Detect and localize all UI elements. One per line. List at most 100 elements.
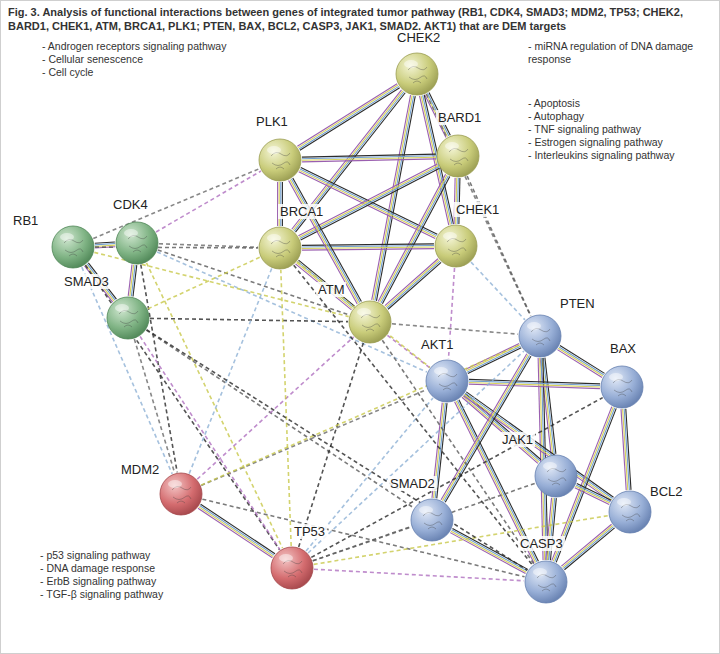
node-sphere — [258, 226, 302, 270]
evidence-line — [85, 265, 279, 550]
interaction-edge — [141, 265, 177, 473]
interaction-edge — [146, 263, 282, 548]
gene-node: PLK1 — [258, 138, 302, 182]
interaction-edge — [314, 569, 524, 581]
evidence-line — [159, 244, 258, 247]
evidence-line — [545, 358, 556, 454]
evidence-line — [464, 394, 611, 499]
pathway-note: - ErbB signaling pathway — [40, 575, 156, 588]
gene-label: JAK1 — [500, 432, 535, 447]
evidence-line — [561, 524, 611, 566]
interaction-edge — [314, 516, 609, 565]
interaction-edge — [299, 343, 364, 547]
gene-node: TP53 — [270, 546, 314, 590]
evidence-line — [199, 507, 273, 557]
interaction-edge — [297, 262, 430, 368]
pathway-note: - p53 signaling pathway — [40, 549, 150, 562]
interaction-edge — [575, 483, 612, 504]
pathway-note: - Cellular senescence — [42, 53, 143, 66]
interaction-edge — [308, 351, 524, 553]
node-sphere — [106, 296, 150, 340]
interaction-edge — [157, 252, 427, 372]
node-sphere — [270, 546, 314, 590]
node-sphere — [348, 300, 392, 344]
interaction-edge — [281, 270, 291, 546]
gene-label: BCL2 — [648, 484, 685, 499]
evidence-line — [299, 343, 364, 547]
interaction-edge — [159, 244, 258, 247]
evidence-line — [471, 262, 525, 320]
evidence-line — [295, 264, 351, 310]
pathway-note: - miRNA regulation of DNA damage respons… — [528, 40, 708, 66]
gene-node: PTEN — [518, 314, 562, 358]
interaction-edge — [302, 244, 434, 250]
node-sphere — [534, 454, 578, 498]
interaction-edge — [140, 336, 280, 549]
gene-label: TP53 — [292, 524, 327, 539]
gene-label: BAX — [608, 341, 638, 356]
evidence-line — [189, 268, 272, 473]
evidence-line — [382, 340, 533, 564]
evidence-line — [388, 262, 441, 309]
evidence-line — [392, 324, 518, 334]
interaction-edge — [150, 318, 348, 321]
node-sphere — [518, 314, 562, 358]
pathway-note: - Interleukins signaling pathway — [528, 149, 675, 162]
interaction-edge — [392, 324, 518, 334]
evidence-line — [426, 94, 530, 316]
evidence-line — [559, 347, 604, 375]
evidence-line — [466, 392, 613, 497]
gene-label: SMAD3 — [62, 274, 111, 289]
evidence-line — [146, 263, 282, 548]
node-sphere — [608, 490, 652, 534]
node-sphere — [159, 472, 203, 516]
evidence-line — [298, 85, 398, 148]
evidence-line — [563, 527, 613, 569]
interaction-edge — [128, 265, 137, 297]
evidence-line — [621, 409, 626, 490]
node-sphere — [524, 560, 568, 604]
interaction-edge — [471, 262, 525, 320]
interaction-edge — [147, 330, 528, 571]
interaction-edge — [302, 154, 436, 162]
evidence-line — [454, 178, 455, 224]
evidence-line — [575, 488, 609, 505]
gene-label: PTEN — [558, 296, 597, 311]
interaction-edge — [311, 398, 602, 558]
evidence-line — [158, 250, 349, 315]
gene-label: PLK1 — [254, 114, 290, 129]
gene-node: BCL2 — [608, 490, 652, 534]
node-sphere — [425, 359, 469, 403]
node-sphere — [51, 225, 95, 269]
pathway-note: - TGF-β signaling pathway — [40, 588, 163, 601]
evidence-line — [560, 346, 605, 374]
gene-node: ATM — [348, 300, 392, 344]
evidence-line — [148, 257, 260, 309]
interaction-edge — [382, 340, 533, 564]
interaction-edge — [297, 84, 399, 151]
pathway-note: - Apoptosis — [528, 97, 580, 110]
evidence-line — [575, 486, 609, 503]
gene-node: BRCA1 — [258, 226, 302, 270]
gene-node: CHEK2 — [395, 52, 439, 96]
node-sphere — [395, 52, 439, 96]
interaction-edge — [466, 343, 521, 373]
gene-node: RB1 — [51, 225, 95, 269]
evidence-line — [147, 330, 528, 571]
node-sphere — [410, 498, 454, 542]
evidence-line — [314, 569, 524, 581]
evidence-line — [302, 244, 434, 246]
gene-node: SMAD2 — [410, 498, 454, 542]
evidence-line — [95, 245, 115, 246]
interaction-edge — [463, 392, 613, 501]
evidence-line — [314, 516, 609, 565]
evidence-line — [299, 260, 355, 306]
evidence-line — [463, 396, 610, 501]
node-sphere — [434, 224, 478, 268]
node-sphere — [258, 138, 302, 182]
interaction-edge — [454, 178, 460, 224]
evidence-line — [141, 265, 177, 473]
evidence-line — [385, 259, 438, 306]
evidence-line — [198, 508, 272, 558]
evidence-line — [386, 260, 439, 307]
